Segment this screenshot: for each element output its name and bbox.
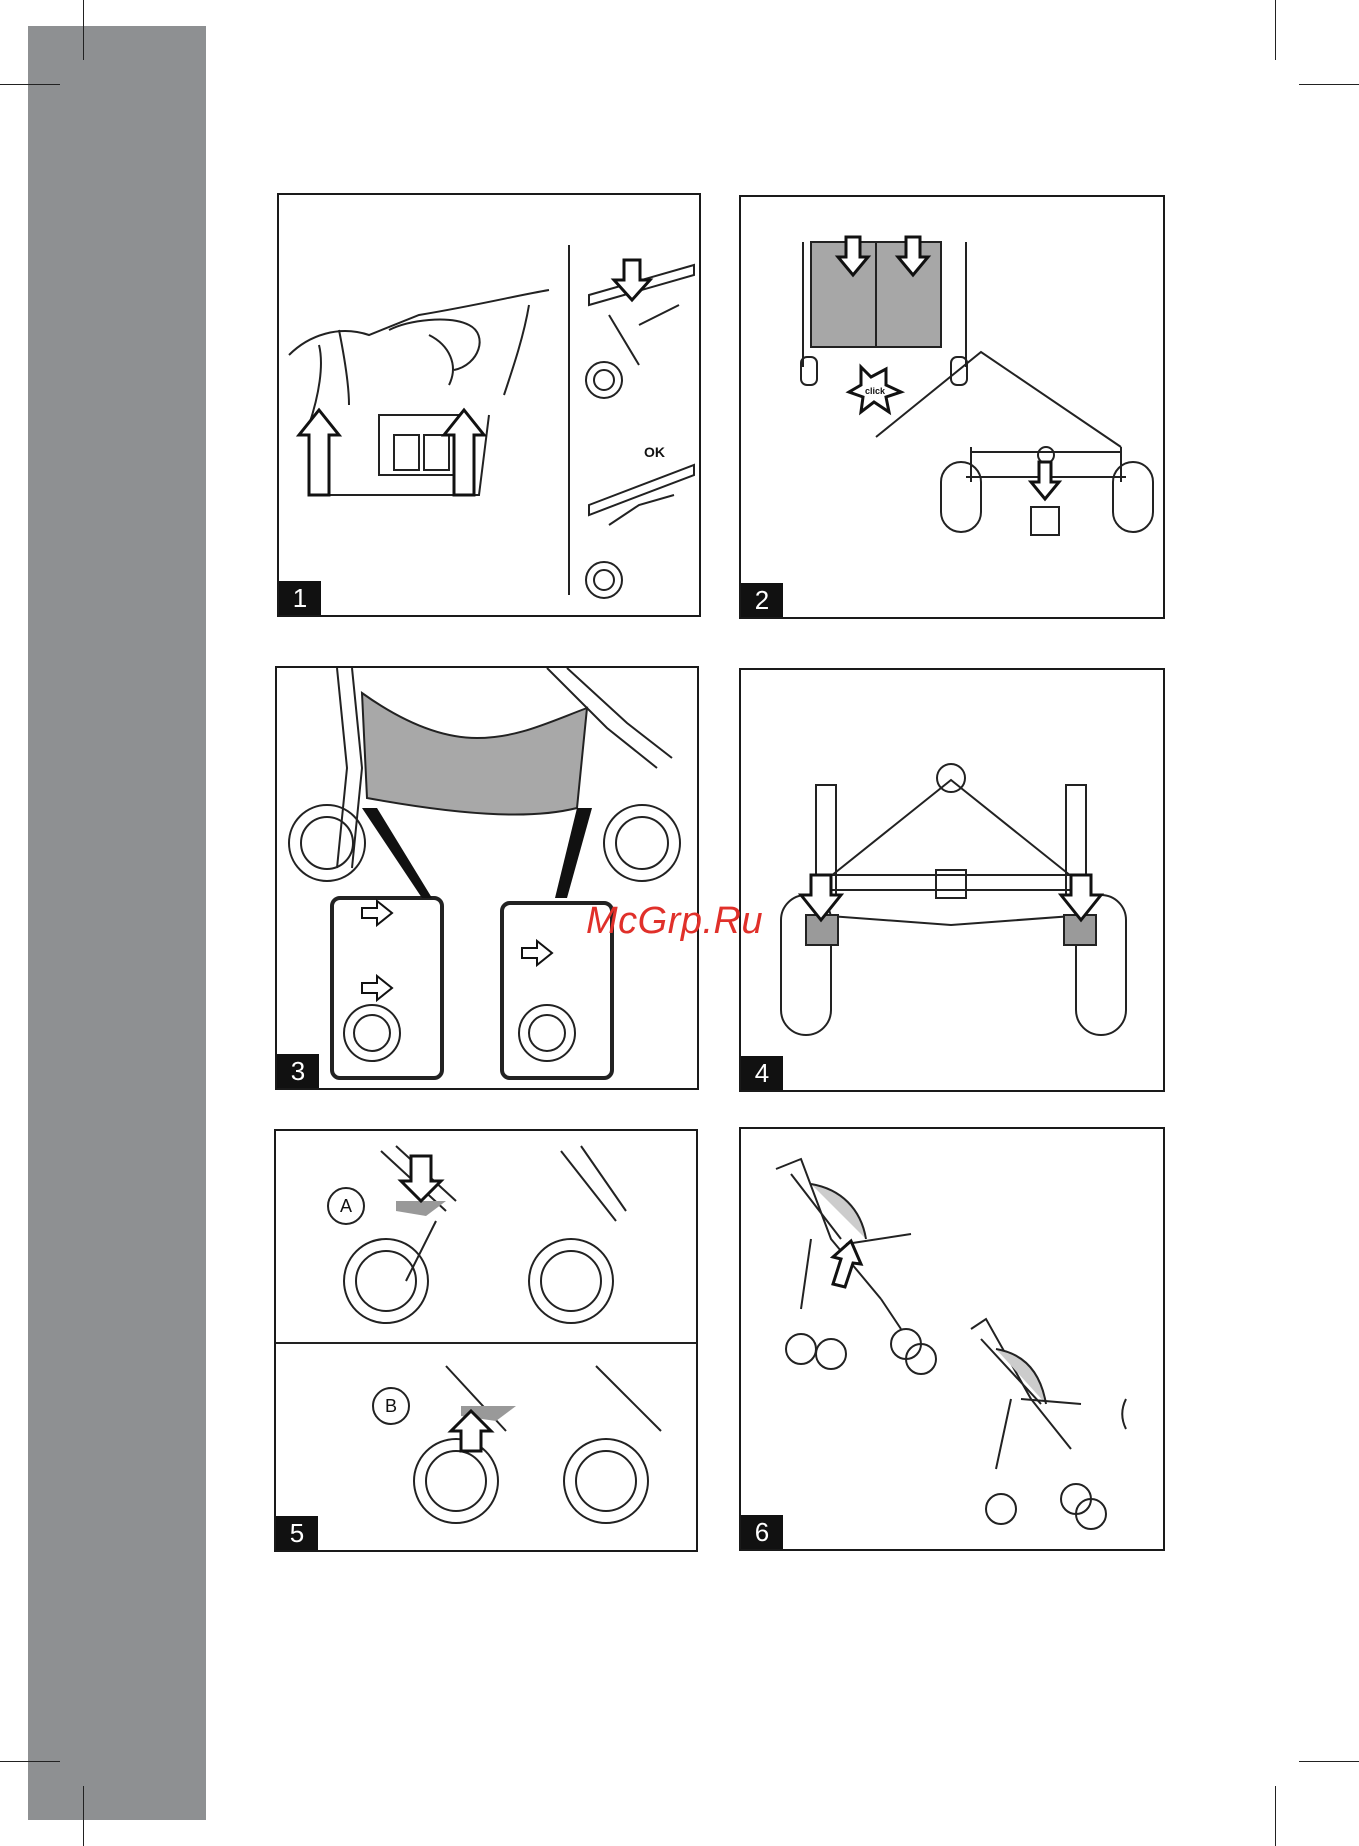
crop-mark <box>83 1786 84 1846</box>
click-label: click <box>865 386 886 396</box>
rear-brake-illustration <box>741 670 1163 1090</box>
step-panel-2: click 2 <box>739 195 1165 619</box>
step-number: 5 <box>276 1516 318 1550</box>
watermark: McGrp.Ru <box>586 900 763 943</box>
side-color-bar <box>28 26 206 1820</box>
step-number: 6 <box>741 1515 783 1549</box>
basket-attach-illustration <box>277 668 697 1088</box>
front-wheel-swivel-illustration: A B <box>276 1131 696 1550</box>
crop-mark <box>1275 0 1276 60</box>
step-panel-4: 4 <box>739 668 1165 1092</box>
step-number: 4 <box>741 1056 783 1090</box>
step-panel-5: A B 5 <box>274 1129 698 1552</box>
variant-a-label: A <box>340 1196 352 1216</box>
step-panel-1: OK 1 <box>277 193 701 617</box>
crop-mark <box>0 84 60 85</box>
seat-click-illustration: click <box>741 197 1163 617</box>
crop-mark <box>1299 1761 1359 1762</box>
step-number: 1 <box>279 581 321 615</box>
step-panel-3: 3 <box>275 666 699 1090</box>
crop-mark <box>83 0 84 60</box>
variant-b-label: B <box>385 1396 397 1416</box>
unfold-hands-illustration: OK <box>279 195 699 615</box>
canopy-folding-illustration <box>741 1129 1163 1549</box>
crop-mark <box>1275 1786 1276 1846</box>
step-number: 2 <box>741 583 783 617</box>
step-panel-6: 6 <box>739 1127 1165 1551</box>
crop-mark <box>0 1761 60 1762</box>
step-number: 3 <box>277 1054 319 1088</box>
crop-mark <box>1299 84 1359 85</box>
ok-label: OK <box>644 444 665 460</box>
